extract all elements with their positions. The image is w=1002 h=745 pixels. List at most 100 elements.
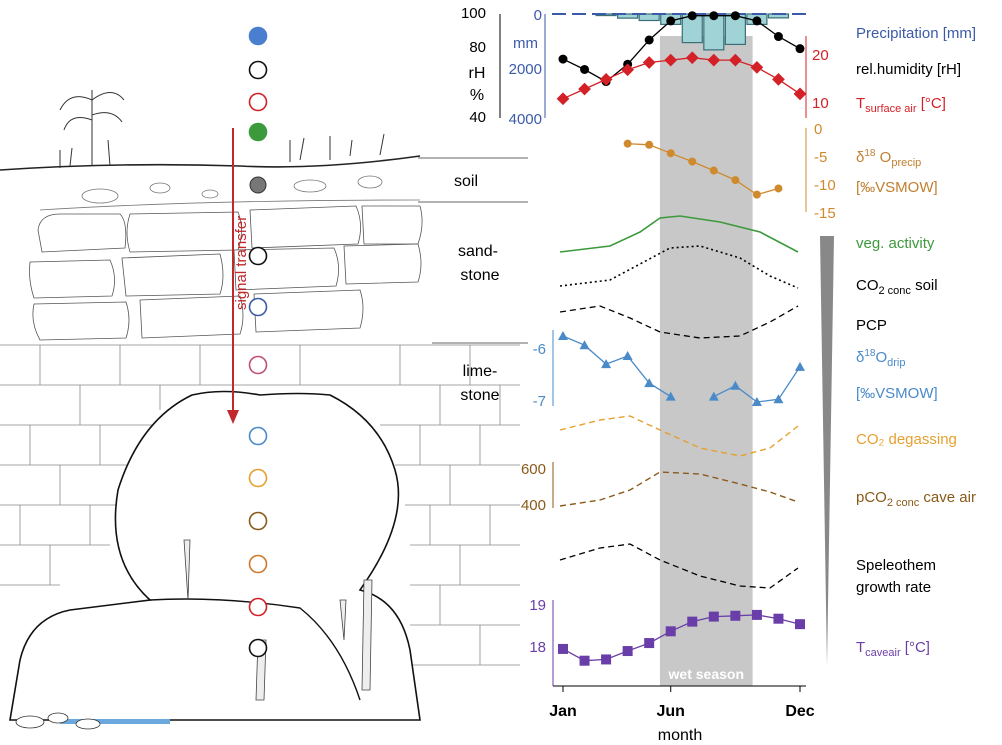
pcp-curve (559, 305, 799, 339)
wet-season-band (659, 36, 753, 686)
vegetation (59, 90, 385, 168)
tick-labels: 100804002000400010200-5-10-15-6-76004001… (461, 5, 836, 720)
tcaveair-point-8 (730, 610, 741, 621)
layer-label-sandstone-1: sand- (458, 243, 498, 260)
label-rel-humidity: rel.humidity [rH] (856, 61, 961, 78)
label-d18o-drip: δ18Odrip (856, 348, 906, 369)
d18o-drip-point-8 (730, 380, 741, 390)
d18o-drip-line-0 (562, 335, 672, 398)
marker-6 (248, 297, 268, 317)
x-tick-label-1: Jun (657, 703, 685, 720)
d18o-precip-point-6 (752, 190, 761, 199)
tcaveair-point-10 (773, 613, 784, 624)
x-tick-label-2: Dec (785, 703, 814, 720)
pco2-tick-400: 400 (521, 497, 546, 514)
d18o-drip-tick-6: -6 (533, 341, 546, 358)
proxy-marker-column (248, 26, 268, 658)
marker-2 (248, 92, 268, 112)
layer-label-soil: soil (454, 173, 478, 190)
sandstone-blocks (29, 205, 423, 341)
tair-point-2 (599, 73, 613, 86)
label-co2-degassing: CO₂ degassing (856, 431, 957, 448)
d18o-drip-point-0 (558, 331, 568, 340)
humidity-point-4 (644, 35, 654, 45)
tcaveair-point-9 (751, 609, 762, 620)
tair-point-0 (556, 92, 570, 106)
d18o-precip-point-7 (774, 184, 783, 193)
x-axis-title: month (658, 727, 702, 744)
marker-9 (248, 468, 268, 488)
humidity-point-1 (580, 64, 590, 74)
humidity-point-5 (666, 16, 676, 26)
tcaveair-point-0 (558, 643, 568, 654)
label-co2-soil: CO2 conc soil (856, 277, 938, 297)
layer-label-limestone-2: stone (460, 387, 499, 404)
humidity-point-0 (558, 54, 568, 64)
d18o-precip-point-2 (666, 149, 675, 158)
d18o-drip-point-5 (665, 391, 676, 401)
soil-stones (81, 175, 383, 204)
signal-arrowhead (227, 410, 239, 424)
limestone-brick-pattern (0, 344, 520, 666)
precip-bar-4 (638, 13, 660, 22)
tcaveair-point-6 (687, 616, 698, 627)
tair-point-1 (578, 82, 591, 96)
label-d18o-precip-unit: [‰VSMOW] (856, 179, 938, 196)
d18o-drip-point-3 (622, 351, 633, 361)
d18o-drip-tick-7: -7 (533, 393, 546, 410)
d18o-precip-point-5 (731, 176, 740, 185)
label-veg-activity: veg. activity (856, 235, 935, 252)
cave-outline (9, 390, 421, 721)
label-t-surface-air: Tsurface air [°C] (856, 95, 946, 115)
label-speleothem-2: growth rate (856, 579, 931, 596)
humidity-point-6 (687, 11, 697, 21)
tcaveair-tick-18: 18 (529, 639, 546, 656)
layer-label-sandstone-2: stone (460, 267, 499, 284)
d18o-precip-point-0 (623, 139, 632, 148)
label-pco2-cave-air: pCO2 conc cave air (856, 489, 976, 509)
x-tick-label-0: Jan (549, 703, 577, 720)
rh-axis-label-1: rH (469, 65, 486, 82)
d18o-precip-point-4 (709, 166, 718, 175)
marker-13 (248, 638, 268, 658)
label-speleothem-1: Speleothem (856, 557, 936, 574)
d18o-drip-point-2 (601, 359, 612, 369)
cave-floor-stones (15, 712, 101, 730)
precip-tick-0: 0 (534, 7, 542, 24)
d18o-drip-point-7 (708, 391, 719, 401)
label-d18o-drip-unit: [‰VSMOW] (856, 385, 938, 402)
humidity-point-11 (795, 44, 805, 54)
marker-12 (248, 597, 268, 617)
seasonal-chart: wet season 100804002000400010200-5-10-15… (461, 5, 976, 744)
marker-3 (248, 122, 268, 142)
label-pcp: PCP (856, 317, 887, 334)
signal-transfer-label: signal transfer (233, 216, 250, 310)
precip-unit-label: mm (513, 35, 538, 52)
wet-season-label: wet season (668, 666, 744, 682)
d18o-drip-point-4 (644, 378, 655, 388)
label-t-caveair: Tcaveair [°C] (856, 639, 930, 659)
tcaveair-point-1 (579, 655, 590, 666)
tair-point-11 (793, 87, 807, 101)
soil-base-line (39, 199, 421, 211)
tair-tick-10: 10 (812, 95, 829, 112)
humidity-point-8 (730, 11, 740, 21)
marker-10 (248, 511, 268, 531)
intensity-wedge (820, 236, 834, 666)
marker-7 (248, 355, 268, 375)
tcaveair-point-4 (644, 638, 655, 649)
tcaveair-tick-19: 19 (529, 597, 546, 614)
d18o-precip-tick-0: 0 (814, 121, 822, 138)
label-d18o-precip: δ18 Oprecip (856, 148, 921, 169)
marker-1 (248, 60, 268, 80)
humidity-point-10 (773, 32, 783, 42)
d18o-precip-tick-10: -10 (814, 177, 836, 194)
pco2-tick-600: 600 (521, 461, 546, 478)
humidity-point-7 (709, 11, 719, 21)
d18o-precip-point-1 (645, 140, 654, 149)
tcaveair-point-7 (708, 611, 719, 622)
speleothem-growth-curve (559, 543, 799, 589)
soil-surface-line (0, 155, 421, 171)
pco2-cave-air-curve (559, 471, 799, 507)
